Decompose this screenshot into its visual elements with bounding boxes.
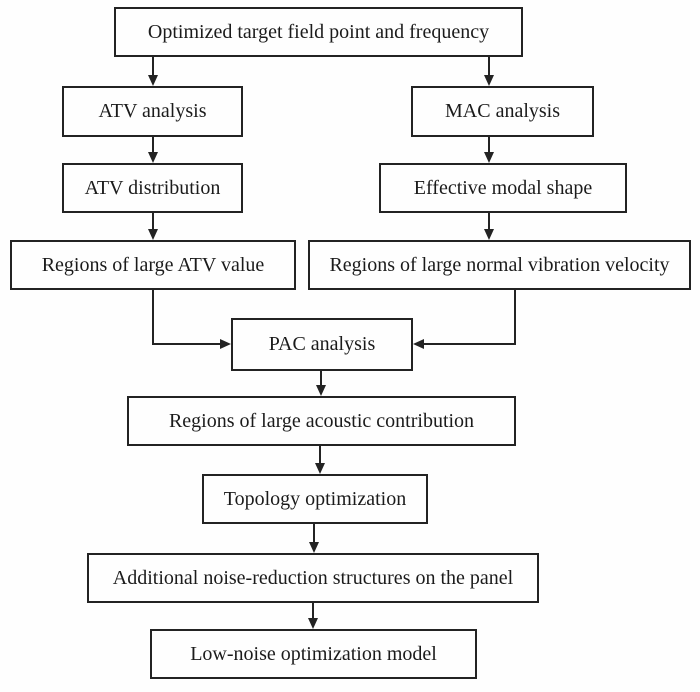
edge-line — [152, 290, 154, 345]
arrowhead-down-icon — [484, 152, 494, 163]
edge-line — [488, 57, 490, 76]
node-optimized-target-field-point: Optimized target field point and frequen… — [114, 7, 523, 57]
edge-line — [313, 524, 315, 542]
node-effective-modal-shape: Effective modal shape — [379, 163, 627, 213]
edge-line — [488, 213, 490, 230]
node-atv-analysis: ATV analysis — [62, 86, 243, 137]
edge-line — [312, 603, 314, 618]
node-regions-large-normal-vibration-velocity: Regions of large normal vibration veloci… — [308, 240, 691, 290]
edge-line — [319, 446, 321, 463]
arrowhead-down-icon — [308, 618, 318, 629]
edge-line — [152, 57, 154, 76]
edge-line — [152, 343, 220, 345]
arrowhead-down-icon — [316, 385, 326, 396]
arrowhead-down-icon — [309, 542, 319, 553]
arrowhead-right-icon — [220, 339, 231, 349]
arrowhead-down-icon — [484, 229, 494, 240]
edge-line — [320, 371, 322, 385]
arrowhead-down-icon — [484, 75, 494, 86]
edge-line — [424, 343, 516, 345]
edge-line — [152, 137, 154, 153]
edge-line — [488, 137, 490, 153]
arrowhead-down-icon — [148, 229, 158, 240]
node-regions-large-acoustic-contribution: Regions of large acoustic contribution — [127, 396, 516, 446]
node-low-noise-optimization-model: Low-noise optimization model — [150, 629, 477, 679]
arrowhead-down-icon — [148, 152, 158, 163]
node-atv-distribution: ATV distribution — [62, 163, 243, 213]
edge-line — [514, 290, 516, 345]
edge-line — [152, 213, 154, 230]
node-regions-large-atv-value: Regions of large ATV value — [10, 240, 296, 290]
arrowhead-left-icon — [413, 339, 424, 349]
arrowhead-down-icon — [148, 75, 158, 86]
arrowhead-down-icon — [315, 463, 325, 474]
node-topology-optimization: Topology optimization — [202, 474, 428, 524]
node-mac-analysis: MAC analysis — [411, 86, 594, 137]
node-pac-analysis: PAC analysis — [231, 318, 413, 371]
node-additional-noise-reduction-structures: Additional noise-reduction structures on… — [87, 553, 539, 603]
